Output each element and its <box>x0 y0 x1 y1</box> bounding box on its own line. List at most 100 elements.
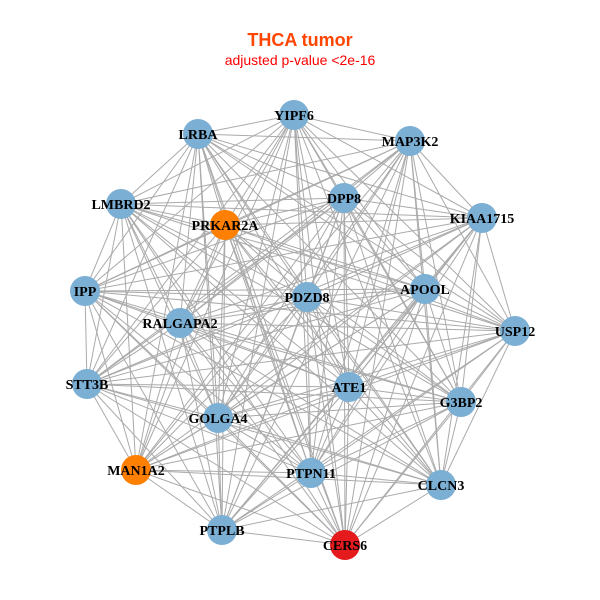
node-label: LRBA <box>179 128 219 143</box>
edge-stt3b-g3bp2 <box>86 383 462 403</box>
edge-kiaa1715-ipp <box>84 217 483 292</box>
node-circle <box>329 183 359 213</box>
node-circle <box>70 276 100 306</box>
edge-prkar2a-cers6 <box>224 224 346 546</box>
edge-ate1-cers6 <box>344 386 350 546</box>
edge-kiaa1715-pdzd8 <box>306 217 483 298</box>
edge-lrba-prkar2a <box>197 133 226 226</box>
edge-lmbrd2-ptplb <box>120 203 223 531</box>
edge-dpp8-usp12 <box>343 197 516 332</box>
node-circle <box>500 316 530 346</box>
edge-stt3b-ptplb <box>86 383 223 531</box>
edge-clcn3-ptplb <box>221 484 442 531</box>
node-ipp: IPP <box>70 276 100 306</box>
edge-pdzd8-golga4 <box>217 296 308 419</box>
edge-stt3b-ptpn11 <box>86 383 312 474</box>
edge-ipp-g3bp2 <box>84 290 462 403</box>
node-dpp8: DPP8 <box>327 183 361 213</box>
edge-yipf6-stt3b <box>86 114 295 385</box>
edge-prkar2a-ptplb <box>221 224 226 531</box>
node-yipf6: YIPF6 <box>274 100 314 130</box>
edge-ralgapa2-stt3b <box>86 322 181 385</box>
node-circle <box>410 274 440 304</box>
edge-lmbrd2-pdzd8 <box>120 203 308 298</box>
node-golga4: GOLGA4 <box>188 403 248 433</box>
figure-title: THCA tumor <box>247 30 353 50</box>
edge-lrba-clcn3 <box>197 133 442 486</box>
edge-ipp-apool <box>84 288 426 292</box>
edge-prkar2a-ipp <box>84 224 226 292</box>
edge-dpp8-apool <box>343 197 426 290</box>
edge-man1a2-cers6 <box>135 469 346 546</box>
edge-prkar2a-pdzd8 <box>224 224 308 298</box>
edge-map3k2-ptplb <box>221 140 411 531</box>
node-label: CLCN3 <box>418 479 465 494</box>
node-circle <box>203 403 233 433</box>
edge-usp12-man1a2 <box>135 330 516 471</box>
edge-apool-pdzd8 <box>306 288 426 298</box>
edge-usp12-ptplb <box>221 330 516 531</box>
node-prkar2a: PRKAR2A <box>192 210 259 240</box>
edge-ralgapa2-ptpn11 <box>179 322 312 474</box>
node-lmbrd2: LMBRD2 <box>91 189 151 219</box>
edge-ipp-ptpn11 <box>84 290 312 474</box>
edge-lrba-man1a2 <box>135 133 199 471</box>
edge-yipf6-prkar2a <box>224 114 295 226</box>
edge-g3bp2-ptpn11 <box>310 401 462 474</box>
edge-lrba-stt3b <box>86 133 199 385</box>
node-label: CERS6 <box>323 539 367 554</box>
edge-stt3b-man1a2 <box>86 383 137 471</box>
edge-ptplb-cers6 <box>221 529 346 546</box>
edge-kiaa1715-clcn3 <box>440 217 483 486</box>
edge-map3k2-kiaa1715 <box>409 140 483 219</box>
edge-map3k2-g3bp2 <box>409 140 462 403</box>
edge-man1a2-clcn3 <box>135 469 442 486</box>
node-g3bp2: G3BP2 <box>440 387 482 417</box>
edge-g3bp2-golga4 <box>217 401 462 419</box>
edge-prkar2a-usp12 <box>224 224 516 332</box>
edge-dpp8-ipp <box>84 197 345 292</box>
edge-ralgapa2-usp12 <box>179 322 516 332</box>
edge-ipp-stt3b <box>84 290 88 385</box>
edge-yipf6-cers6 <box>293 114 346 546</box>
edge-kiaa1715-cers6 <box>344 217 483 546</box>
node-label: KIAA1715 <box>450 212 515 227</box>
node-circle <box>207 515 237 545</box>
edge-lrba-lmbrd2 <box>120 133 199 205</box>
edge-dpp8-stt3b <box>86 197 345 385</box>
node-map3k2: MAP3K2 <box>382 126 438 156</box>
edge-lrba-usp12 <box>197 133 516 332</box>
node-circle <box>165 308 195 338</box>
node-circle <box>296 458 326 488</box>
edge-prkar2a-stt3b <box>86 224 226 385</box>
node-apool: APOOL <box>400 274 450 304</box>
edge-ipp-pdzd8 <box>84 290 308 298</box>
edge-clcn3-cers6 <box>344 484 442 546</box>
node-label: YIPF6 <box>274 109 314 124</box>
node-label: APOOL <box>400 283 450 298</box>
node-clcn3: CLCN3 <box>418 470 465 500</box>
edge-prkar2a-clcn3 <box>224 224 442 486</box>
node-ptpn11: PTPN11 <box>286 458 336 488</box>
edge-ate1-golga4 <box>217 386 350 419</box>
edge-lmbrd2-apool <box>120 203 426 290</box>
edge-pdzd8-ralgapa2 <box>179 296 308 324</box>
edge-apool-g3bp2 <box>424 288 462 403</box>
edge-usp12-ate1 <box>348 330 516 388</box>
edge-kiaa1715-man1a2 <box>135 217 483 471</box>
edge-golga4-man1a2 <box>135 417 219 471</box>
node-lrba: LRBA <box>179 119 219 149</box>
edge-dpp8-kiaa1715 <box>343 197 483 219</box>
edge-dpp8-cers6 <box>343 197 346 546</box>
edge-pdzd8-ptplb <box>221 296 308 531</box>
edge-prkar2a-ptpn11 <box>224 224 312 474</box>
edge-yipf6-ipp <box>84 114 295 292</box>
edge-ipp-usp12 <box>84 290 516 332</box>
edge-map3k2-lmbrd2 <box>120 140 411 205</box>
node-circle <box>334 372 364 402</box>
edge-apool-ate1 <box>348 288 426 388</box>
node-circle <box>426 470 456 500</box>
edge-apool-usp12 <box>424 288 516 332</box>
edge-lrba-kiaa1715 <box>197 133 483 219</box>
edge-lmbrd2-clcn3 <box>120 203 442 486</box>
